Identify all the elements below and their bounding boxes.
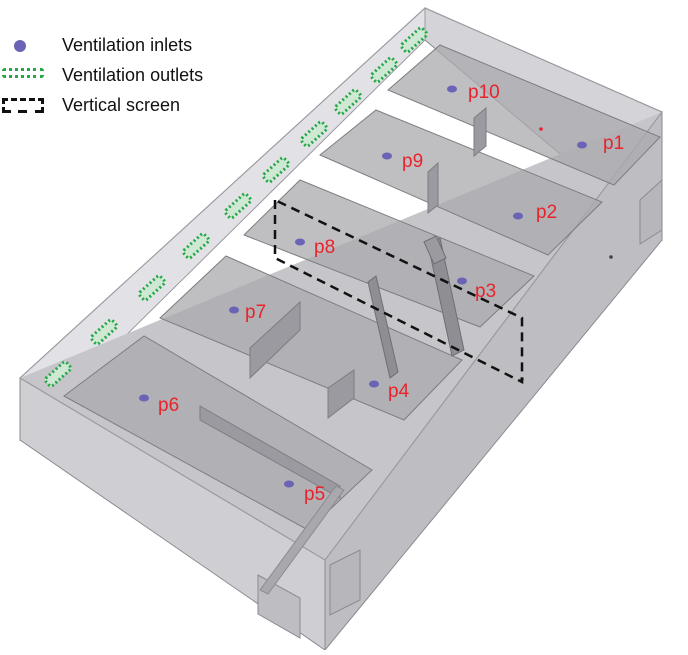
outlet-marker xyxy=(223,192,253,220)
inlet-p6 xyxy=(139,394,149,402)
outlet-marker xyxy=(399,26,429,54)
table-plane xyxy=(319,109,603,256)
label-p3: p3 xyxy=(475,281,496,302)
legend: Ventilation inlets Ventilation outlets V… xyxy=(0,30,240,120)
side-door xyxy=(639,178,663,245)
room-edge xyxy=(324,111,663,561)
legend-item-outlets: Ventilation outlets xyxy=(0,60,240,90)
table-partition xyxy=(327,369,355,420)
outlet-marker xyxy=(369,56,399,84)
outlet-marker xyxy=(261,156,291,184)
inlet-p1 xyxy=(577,141,587,149)
screen-panel xyxy=(367,275,399,379)
outlet-marker xyxy=(137,274,167,302)
outlet-marker xyxy=(43,360,73,388)
ventilation-inlets xyxy=(139,85,587,488)
label-p10: p10 xyxy=(468,82,500,103)
label-p8: p8 xyxy=(314,237,335,258)
table-plane xyxy=(387,44,661,186)
screen-dashed-bracket-icon xyxy=(2,98,44,113)
label-p5: p5 xyxy=(304,484,325,505)
outlet-dotted-box-icon xyxy=(2,68,44,78)
vertical-screen-outline xyxy=(273,198,524,385)
inlet-dot-icon xyxy=(14,40,26,52)
front-door xyxy=(329,549,361,616)
legend-label-outlets: Ventilation outlets xyxy=(62,65,204,85)
label-p2: p2 xyxy=(536,202,557,223)
screen-dashed-foot-icon xyxy=(2,110,44,113)
inlet-p4 xyxy=(369,380,379,388)
marker-dot xyxy=(609,255,613,259)
outlet-marker xyxy=(299,120,329,148)
legend-item-inlets: Ventilation inlets xyxy=(0,30,240,60)
inlet-p3 xyxy=(457,277,467,285)
table-plane xyxy=(63,335,373,531)
legend-item-screen: Vertical screen xyxy=(0,90,240,120)
room-edge xyxy=(19,377,326,561)
inlet-p5 xyxy=(284,480,294,488)
table-partition xyxy=(249,300,301,380)
table-plane xyxy=(159,255,463,421)
outlet-marker xyxy=(181,232,211,260)
label-p1: p1 xyxy=(603,133,624,154)
label-p9: p9 xyxy=(402,151,423,172)
inlet-p8 xyxy=(295,238,305,246)
inlet-p2 xyxy=(513,212,523,220)
ventilation-outlets xyxy=(43,26,429,388)
room-edge xyxy=(19,7,426,379)
table-partition xyxy=(473,106,487,158)
marker-dot xyxy=(539,127,543,131)
screen-panel xyxy=(423,235,447,265)
label-p7: p7 xyxy=(245,302,266,323)
room-edge xyxy=(424,7,663,113)
label-p4: p4 xyxy=(388,381,410,402)
inlet-p9 xyxy=(382,152,392,160)
aisle-strip xyxy=(259,485,345,595)
outlet-marker xyxy=(89,318,119,346)
legend-label-screen: Vertical screen xyxy=(62,95,181,115)
legend-label-inlets: Ventilation inlets xyxy=(62,35,193,55)
label-p6: p6 xyxy=(158,395,179,416)
table-partition xyxy=(199,405,341,499)
outlet-marker xyxy=(333,88,363,116)
inlet-p7 xyxy=(229,306,239,314)
inlet-p10 xyxy=(447,85,457,93)
table-partition xyxy=(427,161,439,215)
